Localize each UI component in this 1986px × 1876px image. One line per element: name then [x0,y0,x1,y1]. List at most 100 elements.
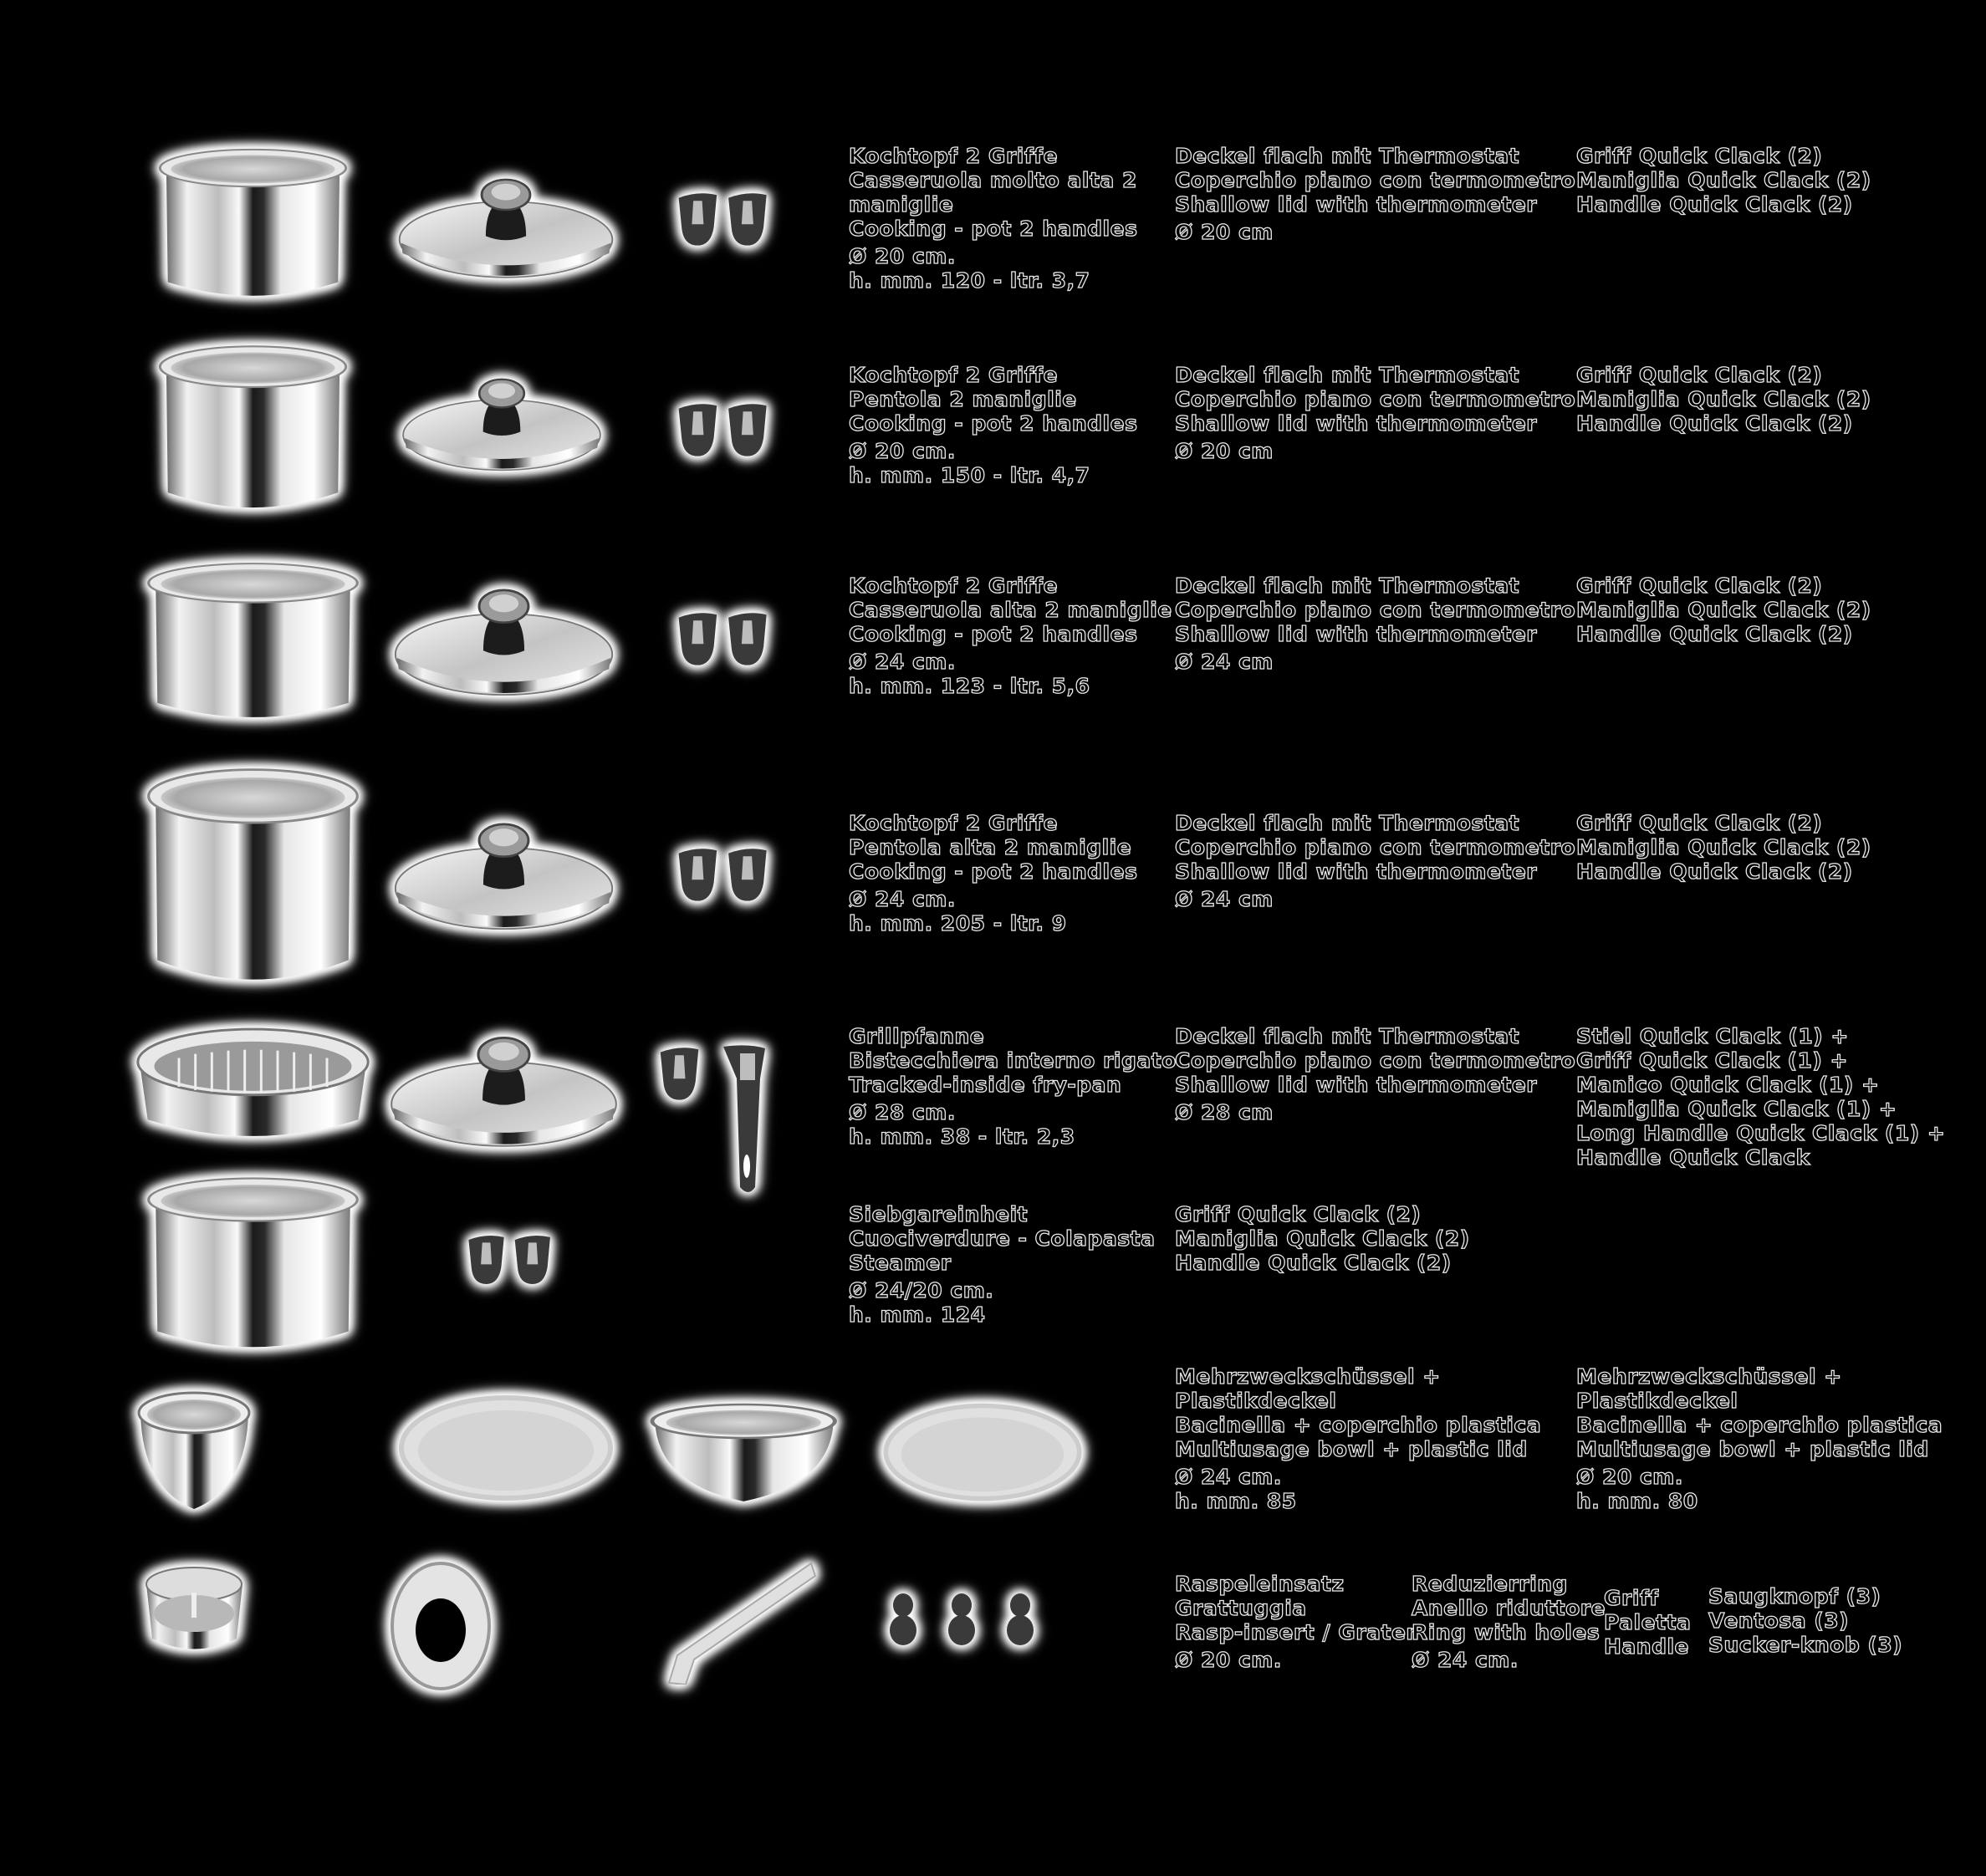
row4-lid-line2: Coperchio piano con termometro [1174,834,1576,859]
handle-grips-image [652,401,794,460]
plastic-lid-20cm-image [878,1400,1087,1505]
handle-grips-image [652,846,794,905]
row4-product-line3: Cooking - pot 2 handles [848,859,1138,884]
row3-product-line3: Cooking - pot 2 handles [848,621,1138,646]
row4-lid-line3: Shallow lid with thermometer [1174,859,1538,884]
bowl2-line3: Bacinella + coperchio plastica [1575,1412,1943,1437]
row5-handles-line5: Long Handle Quick Clack (1) + [1575,1120,1946,1145]
grater-line3: Rasp-insert / Grater [1174,1619,1417,1644]
handle-line3: Handle [1603,1634,1690,1659]
row2-lid-line2: Coperchio piano con termometro [1174,386,1576,411]
row2-product-size: Ø 20 cm. [848,438,956,463]
bowl1-line4: Multiusage bowl + plastic lid [1174,1436,1528,1461]
row3-handles-line2: Maniglia Quick Clack (2) [1575,597,1871,622]
row3-product-line1: Kochtopf 2 Griffe [848,573,1059,598]
handle-text: Griff Paletta Handle [1603,1585,1691,1659]
ring-text: Reduzierring Anello riduttore Ring with … [1411,1571,1606,1672]
row4-lid-size: Ø 24 cm [1174,886,1274,911]
grater-text: Raspeleinsatz Grattuggia Rasp-insert / G… [1174,1571,1417,1672]
ring-line2: Anello riduttore [1411,1595,1606,1620]
bowl2-dims: h. mm. 80 [1575,1488,1698,1513]
row1-product-dims: h. mm. 120 - ltr. 3,7 [848,268,1090,293]
row5-product-size: Ø 28 cm. [848,1099,956,1124]
bowl1-line3: Bacinella + coperchio plastica [1174,1412,1542,1437]
cooking-pot-24cm-image [138,560,368,732]
row4-handles-line1: Griff Quick Clack (2) [1575,810,1823,835]
row3-handles-text: Griff Quick Clack (2) Maniglia Quick Cla… [1575,573,1871,646]
row6-handles-line3: Handle Quick Clack (2) [1174,1250,1452,1275]
reducer-ring-image [389,1559,493,1693]
bowl1-line1: Mehrzweckschüssel + [1174,1364,1441,1389]
bowl1-dims: h. mm. 85 [1174,1488,1297,1513]
handle-grips-image [652,191,794,249]
row1-product-line1: Kochtopf 2 Griffe [848,143,1059,168]
row4-product-size: Ø 24 cm. [848,886,956,911]
row3-product-dims: h. mm. 123 - ltr. 5,6 [848,673,1090,698]
row4-handles-line3: Handle Quick Clack (2) [1575,859,1853,884]
row3-lid-text: Deckel flach mit Thermostat Coperchio pi… [1174,573,1576,674]
row1-product-text: Kochtopf 2 Griffe Casseruola molto alta … [848,143,1138,293]
cooking-pot-20cm-image [151,146,355,309]
row5-lid-text: Deckel flach mit Thermostat Coperchio pi… [1174,1023,1576,1124]
lid-20cm-image [397,368,606,477]
row6-product-size: Ø 24/20 cm. [848,1277,994,1302]
lid-28cm-image [385,1024,623,1154]
row1-product-size: Ø 20 cm. [848,243,956,268]
steamer-image [138,1175,368,1363]
row4-lid-line1: Deckel flach mit Thermostat [1174,810,1520,835]
bowl1-size: Ø 24 cm. [1174,1464,1282,1489]
bowl2-line2: Plastikdeckel [1575,1388,1738,1413]
row2-handles-line2: Maniglia Quick Clack (2) [1575,386,1871,411]
row3-lid-line2: Coperchio piano con termometro [1174,597,1576,622]
row1-product-line3: maniglie [848,191,954,217]
row3-lid-line3: Shallow lid with thermometer [1174,621,1538,646]
row6-handles-line2: Maniglia Quick Clack (2) [1174,1226,1470,1251]
plastic-lid-24cm-image [393,1392,619,1505]
row2-lid-line1: Deckel flach mit Thermostat [1174,362,1520,387]
row2-lid-line3: Shallow lid with thermometer [1174,410,1538,436]
row5-lid-line3: Shallow lid with thermometer [1174,1072,1538,1097]
row2-product-line1: Kochtopf 2 Griffe [848,362,1059,387]
row2-handles-text: Griff Quick Clack (2) Maniglia Quick Cla… [1575,362,1871,436]
row5-product-dims: h. mm. 38 - ltr. 2,3 [848,1124,1075,1149]
knobs-line3: Sucker-knob (3) [1708,1632,1903,1657]
lid-24cm-image [389,811,619,936]
row1-product-line4: Cooking - pot 2 handles [848,216,1138,241]
row3-lid-line1: Deckel flach mit Thermostat [1174,573,1520,598]
row6-product-text: Siebgareinheit Cuociverdure - Colapasta … [848,1201,1155,1327]
row3-product-line2: Casseruola alta 2 maniglie [848,597,1172,622]
row5-product-line2: Bistecchiera interno rigato [848,1048,1177,1073]
row1-lid-size: Ø 20 cm [1174,219,1274,244]
row3-handles-line1: Griff Quick Clack (2) [1575,573,1823,598]
row5-product-line1: Grillpfanne [848,1023,985,1048]
row4-lid-text: Deckel flach mit Thermostat Coperchio pi… [1174,810,1576,911]
knobs-line2: Ventosa (3) [1708,1608,1850,1633]
row3-handles-line3: Handle Quick Clack (2) [1575,621,1853,646]
row4-product-line2: Pentola alta 2 maniglie [848,834,1132,859]
bowl-24cm-image [134,1388,255,1513]
row1-lid-line2: Coperchio piano con termometro [1174,167,1576,192]
row5-lid-line1: Deckel flach mit Thermostat [1174,1023,1520,1048]
row3-lid-size: Ø 24 cm [1174,649,1274,674]
bowl2-size: Ø 20 cm. [1575,1464,1683,1489]
ring-line3: Ring with holes [1411,1619,1601,1644]
grater-insert-image [142,1563,247,1655]
row5-handles-line1: Stiel Quick Clack (1) + [1575,1023,1849,1048]
cooking-pot-20cm-tall-image [151,343,355,523]
row5-handles-text: Stiel Quick Clack (1) + Griff Quick Clac… [1575,1023,1946,1170]
row5-handles-line3: Manico Quick Clack (1) + [1575,1072,1880,1097]
grip-and-long-handle-image [656,1045,790,1200]
handle-line1: Griff [1603,1585,1659,1610]
row1-lid-line1: Deckel flach mit Thermostat [1174,143,1520,168]
grill-pan-image [130,1020,376,1145]
row2-product-line2: Pentola 2 maniglie [848,386,1077,411]
grip-handle-image [661,1559,819,1685]
row5-handles-line6: Handle Quick Clack [1575,1144,1810,1170]
row5-lid-line2: Coperchio piano con termometro [1174,1048,1576,1073]
row1-handles-text: Griff Quick Clack (2) Maniglia Quick Cla… [1575,143,1871,217]
row2-lid-size: Ø 20 cm [1174,438,1274,463]
row4-product-text: Kochtopf 2 Griffe Pentola alta 2 manigli… [848,810,1138,935]
row4-product-dims: h. mm. 205 - ltr. 9 [848,910,1067,935]
row6-product-line3: Steamer [848,1250,952,1275]
row1-lid-text: Deckel flach mit Thermostat Coperchio pi… [1174,143,1576,244]
